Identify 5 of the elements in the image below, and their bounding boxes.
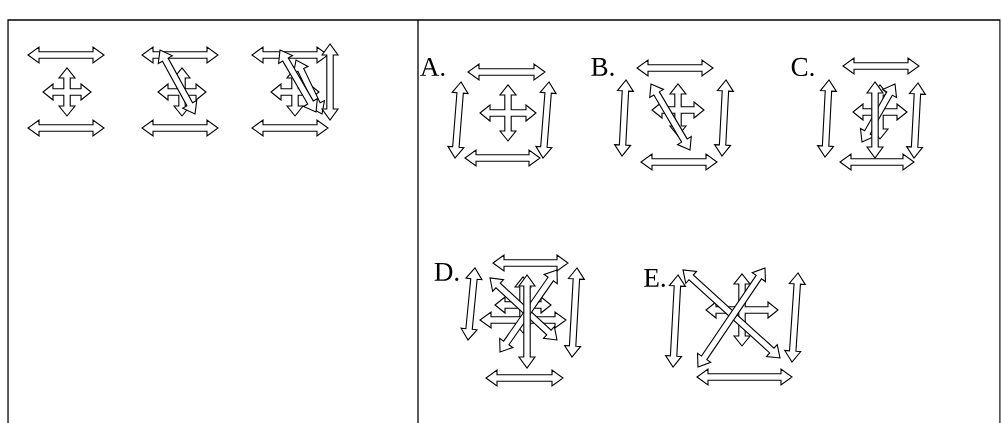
- option-label: E.: [644, 268, 665, 287]
- option-label: D.: [434, 262, 459, 281]
- option-label: C.: [791, 57, 814, 77]
- option-label: B.: [591, 57, 614, 76]
- option-label: A.: [420, 57, 445, 77]
